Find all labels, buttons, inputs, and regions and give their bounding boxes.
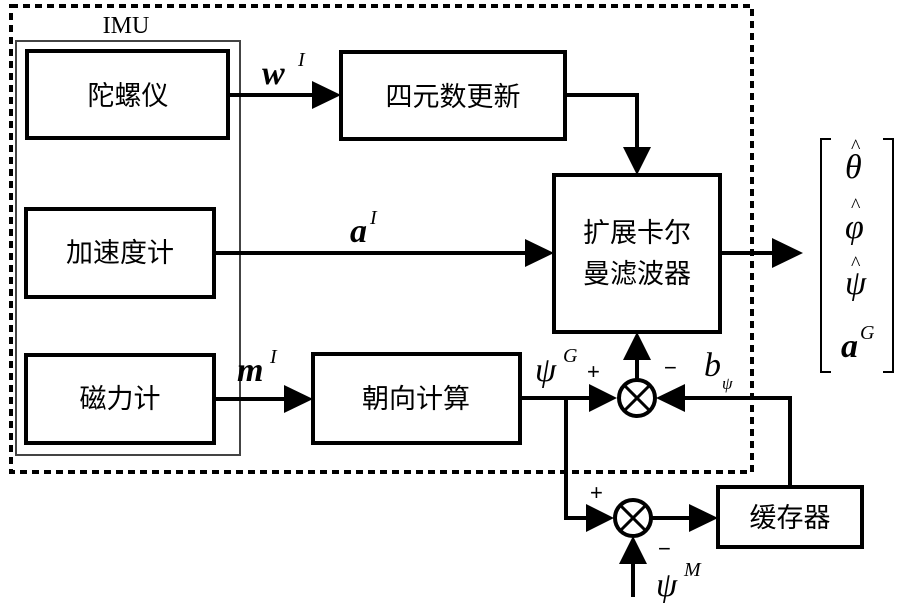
- svg-text:G: G: [563, 345, 578, 367]
- bottom-mixer-plus-sign: +: [590, 480, 603, 505]
- heading-branch-wire: [564, 398, 590, 520]
- accel-to-ekf-arrowhead: [525, 239, 554, 267]
- signal-a-I: a I: [350, 207, 378, 250]
- quaternion-update-label: 四元数更新: [386, 82, 521, 113]
- quaternion-to-ekf-wire: [565, 93, 639, 150]
- imu-label: IMU: [103, 13, 150, 39]
- theta-hat: θ: [845, 149, 862, 186]
- bottom-mixer-minus-sign: −: [658, 536, 671, 561]
- svg-text:M: M: [683, 559, 702, 581]
- signal-b-psi: b ψ: [704, 347, 733, 393]
- svg-text:a: a: [350, 213, 367, 250]
- gyroscope-block[interactable]: 陀螺仪: [25, 49, 230, 140]
- top-mixer-minus-sign: −: [664, 355, 677, 380]
- gyroscope-label: 陀螺仪: [88, 81, 169, 112]
- top-mixer-plus-sign: +: [587, 359, 600, 384]
- mag-to-heading-arrowhead: [284, 385, 313, 413]
- heading-calc-block[interactable]: 朝向计算: [311, 352, 522, 445]
- svg-text:I: I: [297, 49, 306, 71]
- mixer-to-ekf-arrowhead: [623, 332, 651, 360]
- buffer-block[interactable]: 缓存器: [716, 485, 864, 549]
- phi-hat-accent: ^: [851, 195, 861, 217]
- svg-text:I: I: [269, 346, 278, 368]
- magnetometer-label: 磁力计: [80, 384, 161, 415]
- accel-global-sup: G: [860, 322, 875, 344]
- magnetometer-block[interactable]: 磁力计: [24, 353, 216, 445]
- buffer-label: 缓存器: [750, 503, 831, 534]
- psi-hat-accent: ^: [851, 253, 861, 275]
- right-bracket: [883, 138, 894, 373]
- signal-m-I: m I: [237, 346, 278, 389]
- processing-region-dashed-border: [9, 4, 754, 474]
- bias-to-mixer-arrowhead: [656, 384, 685, 412]
- heading-to-mixer-arrowhead: [589, 384, 617, 412]
- svg-text:ψ: ψ: [535, 352, 557, 389]
- top-summing-junction: [617, 378, 657, 418]
- gyro-to-quaternion-arrowhead: [312, 81, 341, 109]
- output-vector: θ ^ φ ^ ψ ^ a G: [820, 136, 894, 373]
- quaternion-update-block[interactable]: 四元数更新: [339, 50, 567, 141]
- imu-group-border: [15, 40, 241, 456]
- ekf-output-arrowhead: [772, 238, 803, 268]
- ekf-block[interactable]: 扩展卡尔 曼滤波器: [552, 173, 722, 334]
- psi-hat: ψ: [845, 265, 867, 302]
- accelerometer-label: 加速度计: [66, 238, 174, 269]
- bottom-summing-junction: [613, 498, 653, 538]
- theta-hat-accent: ^: [851, 136, 861, 158]
- signal-psi-M: ψ M: [656, 559, 702, 604]
- ekf-label-line1: 扩展卡尔: [583, 218, 691, 249]
- ekf-label-line2: 曼滤波器: [583, 259, 691, 290]
- mixer-to-buffer-arrowhead: [689, 504, 718, 532]
- svg-text:m: m: [237, 352, 263, 389]
- svg-text:ψ: ψ: [722, 374, 733, 393]
- signal-w-I: w I: [262, 49, 306, 92]
- signal-psi-G: ψ G: [535, 345, 578, 389]
- svg-text:w: w: [262, 55, 285, 92]
- quaternion-to-ekf-arrowhead: [623, 147, 651, 175]
- svg-text:b: b: [704, 347, 721, 384]
- left-bracket: [820, 138, 831, 373]
- svg-text:I: I: [369, 207, 378, 229]
- bias-feedback-wire: [682, 396, 792, 487]
- accel-global: a: [841, 328, 858, 365]
- phi-hat: φ: [845, 209, 864, 246]
- branch-to-bottom-mixer-arrowhead: [586, 504, 614, 532]
- svg-text:ψ: ψ: [656, 567, 678, 604]
- heading-calc-label: 朝向计算: [362, 384, 470, 415]
- mag-heading-input-arrowhead: [619, 536, 647, 564]
- accelerometer-block[interactable]: 加速度计: [24, 207, 216, 299]
